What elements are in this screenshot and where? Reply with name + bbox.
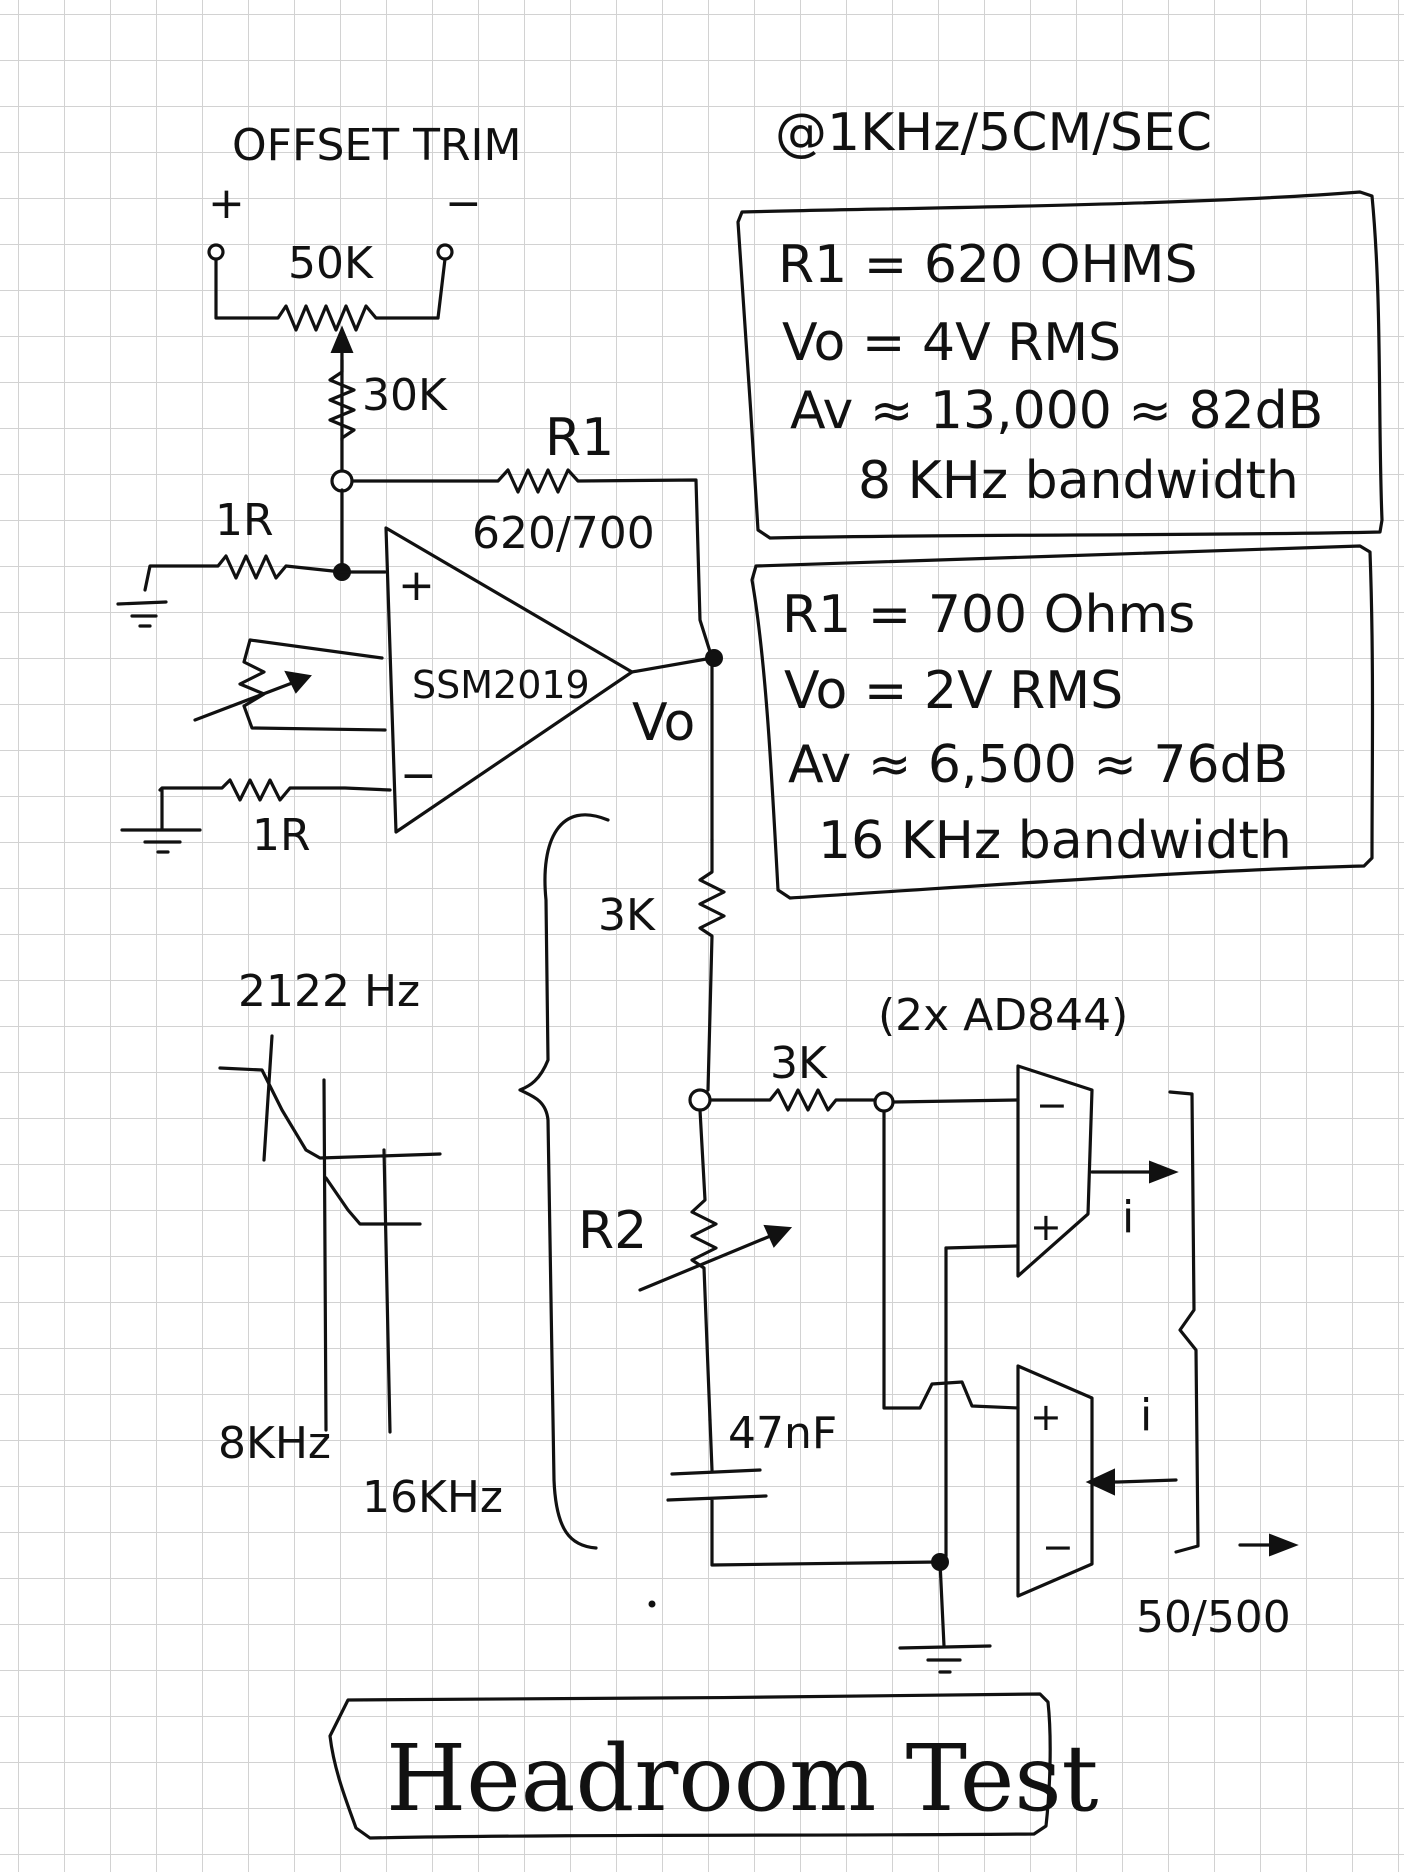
input-resistor-top <box>143 554 387 592</box>
r1-label: R1 <box>545 408 614 468</box>
input-r-top-label: 1R <box>215 495 274 546</box>
box2-line2: Vo = 2V RMS <box>784 661 1123 721</box>
resistor-3k-shunt <box>708 1088 886 1112</box>
buffer-top <box>1016 1064 1094 1278</box>
box1-line3: Av ≈ 13,000 ≈ 82dB <box>790 381 1323 441</box>
ssm2019-opamp <box>384 526 634 834</box>
buf-bottom-plus-label: + <box>1030 1395 1062 1439</box>
pot-value-label: 50K <box>288 238 374 289</box>
trim-resistor-label: 30K <box>362 370 448 421</box>
freq-corner-label: 2122 Hz <box>238 966 420 1017</box>
box1-line2: Vo = 4V RMS <box>782 313 1121 373</box>
offset-trim-pot: + − 50K 30K <box>207 178 482 482</box>
wiper-arrow <box>330 325 354 353</box>
r1-value-label: 620/700 <box>472 508 655 559</box>
spec-box-1-border <box>736 190 1384 540</box>
feedback-node <box>330 469 354 493</box>
output-brace <box>1168 1090 1200 1554</box>
marker-8k-line <box>322 1078 328 1432</box>
box2-line3: Av ≈ 6,500 ≈ 76dB <box>788 735 1288 795</box>
box1-line4: 8 KHz bandwidth <box>858 451 1299 511</box>
ground-symbol-top <box>116 600 168 628</box>
out-range-label: 50/500 <box>1136 1592 1291 1643</box>
cap-label: 47nF <box>728 1408 837 1459</box>
spec-box-700-ohms: R1 = 700 Ohms Vo = 2V RMS Av ≈ 6,500 ≈ 7… <box>750 544 1375 900</box>
opamp-minus-label: − <box>400 750 437 801</box>
spec-box-2-border <box>750 544 1375 900</box>
box1-line1: R1 = 620 OHMS <box>778 235 1198 295</box>
ground-symbol-bottom <box>120 788 202 854</box>
buffer-bottom <box>1016 1364 1094 1598</box>
frequency-response-sketch: 2122 Hz 8KHz 16KHz <box>218 966 503 1523</box>
corner-marker <box>262 1034 274 1162</box>
buffer-top-output-arrow <box>1149 1160 1179 1184</box>
input-r-bottom-label: 1R <box>252 810 311 861</box>
opamp-name-label: SSM2019 <box>412 663 590 707</box>
pot-50k-resistor <box>214 257 447 332</box>
series-3k-label: 3K <box>598 890 656 941</box>
capacitor-47nf <box>666 1418 940 1567</box>
gain-trim-arrow-head <box>284 670 312 694</box>
offset-trim-label: OFFSET TRIM <box>232 120 521 171</box>
output-arrow-head <box>1269 1533 1299 1557</box>
ground-symbol-main <box>898 1560 992 1674</box>
trim-plus-label: + <box>208 178 245 229</box>
r1-feedback-resistor <box>350 468 714 660</box>
resistor-3k-series <box>698 838 726 1092</box>
box2-line1: R1 = 700 Ohms <box>782 585 1195 645</box>
trim-plus-terminal <box>207 243 225 261</box>
current-top-label: i <box>1122 1192 1134 1243</box>
buf-top-plus-label: + <box>1030 1205 1062 1249</box>
box2-line4: 16 KHz bandwidth <box>818 811 1292 871</box>
gain-trim-pot <box>238 638 387 732</box>
left-brace <box>518 813 610 1550</box>
shunt-3k-label: 3K <box>770 1038 828 1089</box>
buf-top-minus-label: − <box>1036 1083 1068 1127</box>
vo-label: Vo <box>632 693 695 753</box>
title-box-border <box>328 1692 1052 1840</box>
response-curve-16k <box>324 1176 422 1226</box>
divider-node <box>688 1088 712 1112</box>
pen-dot <box>648 1600 656 1608</box>
gain-trim-arrow-line <box>193 678 302 722</box>
input-resistor-bottom <box>158 778 392 802</box>
response-curve-8k <box>218 1066 442 1160</box>
buffer-input-node <box>873 1091 895 1113</box>
current-bottom-label: i <box>1140 1390 1152 1441</box>
trim-30k-resistor <box>328 358 356 482</box>
title-block: Headroom Test <box>328 1692 1099 1840</box>
marker-16k-line <box>382 1148 392 1434</box>
buf-bottom-minus-label: − <box>1042 1525 1074 1569</box>
buffers-label: (2x AD844) <box>878 990 1128 1041</box>
buffer-top-plus-wire <box>944 1244 1020 1250</box>
freq-8k-label: 8KHz <box>218 1418 331 1469</box>
r2-arrow-head <box>763 1224 793 1248</box>
trim-minus-label: − <box>445 178 482 229</box>
header-note: @1KHz/5CM/SEC <box>775 103 1212 163</box>
r2-arrow-line <box>638 1230 782 1292</box>
title-text: Headroom Test <box>386 1725 1099 1832</box>
vo-node <box>705 649 723 667</box>
opamp-plus-label: + <box>398 560 435 611</box>
buffer-bottom-plus-wire <box>882 1110 1020 1410</box>
buffer-bottom-current-arrow <box>1085 1468 1115 1496</box>
buffer-top-minus-wire <box>892 1098 1020 1104</box>
freq-16k-label: 16KHz <box>362 1472 503 1523</box>
spec-box-620-ohms: R1 = 620 OHMS Vo = 4V RMS Av ≈ 13,000 ≈ … <box>736 190 1384 540</box>
r2-label: R2 <box>578 1201 647 1261</box>
trim-minus-terminal <box>436 243 454 261</box>
